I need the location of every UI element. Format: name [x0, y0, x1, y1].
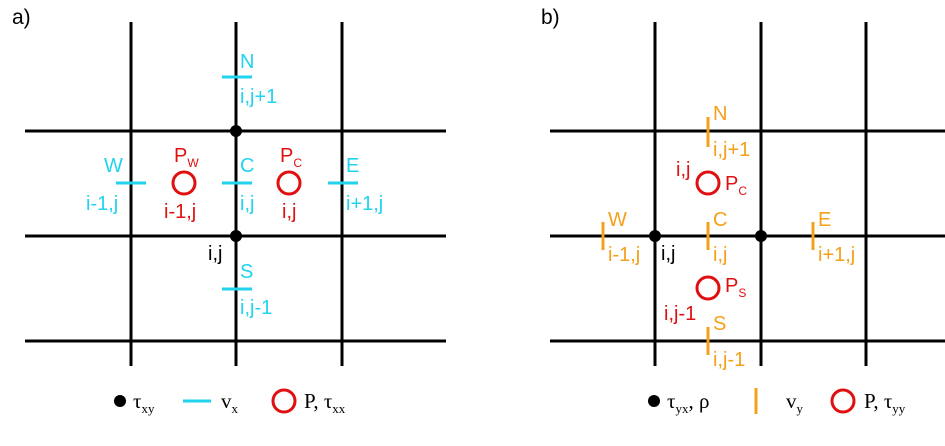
vy-labels: N i,j+1 W i-1,j C i,j E i+1,j S i,j-1 [608, 103, 855, 371]
ps-label: PS [725, 275, 746, 300]
label-c-index: i,j [240, 193, 254, 215]
label-w-index: i-1,j [86, 193, 118, 215]
legend-tau-dot [114, 395, 126, 407]
label-s-index: i,j-1 [240, 297, 272, 319]
panel-a: a) i,j N i,j+1 W i-1,j C i,j [12, 6, 446, 416]
pressure-labels: PW i-1,j PC i,j [164, 145, 302, 223]
legend-vx-label: vx [221, 389, 239, 416]
label-s: S [713, 313, 726, 335]
legend-pressure-label: P, τyy [864, 389, 906, 416]
label-n: N [713, 103, 727, 125]
pressure-node-w [171, 170, 197, 196]
legend-pressure-label: P, τxx [304, 389, 346, 416]
node-index-label: i,j [208, 243, 222, 265]
tau-node-center [230, 230, 242, 242]
panel-b-label: b) [541, 6, 560, 29]
pc-label: PC [725, 173, 747, 198]
label-c-index: i,j [713, 244, 727, 266]
label-w: W [104, 155, 123, 177]
label-n-index: i,j+1 [240, 86, 277, 108]
pressure-labels: PC i,j PS i,j-1 [664, 159, 747, 325]
panel-a-legend: τxy vx P, τxx [114, 388, 346, 416]
label-w: W [608, 209, 627, 231]
pc-index-label: i,j [676, 159, 690, 181]
pressure-node-s [695, 275, 721, 301]
pressure-node-c [276, 170, 302, 196]
pw-label: PW [174, 145, 199, 170]
label-n: N [240, 51, 254, 73]
panel-b-grid [550, 22, 945, 366]
label-c: C [240, 155, 254, 177]
pc-index-label: i,j [282, 201, 296, 223]
legend-tau-label: τyx, ρ [667, 389, 709, 416]
label-w-index: i-1,j [608, 244, 640, 266]
legend-tau-dot [648, 395, 660, 407]
label-c: C [713, 209, 727, 231]
pw-index-label: i-1,j [164, 201, 196, 223]
vx-markers [116, 75, 358, 291]
label-e: E [346, 155, 359, 177]
legend-pressure-circle [271, 388, 297, 414]
panel-a-label: a) [12, 6, 31, 29]
label-e: E [818, 209, 831, 231]
label-e-index: i+1,j [346, 193, 383, 215]
label-s: S [240, 261, 253, 283]
node-index-label: i,j [661, 243, 675, 265]
panel-b: b) i,j N i,j+1 W i-1,j C i,j E [541, 6, 945, 416]
vy-markers [601, 117, 815, 355]
legend-tau-label: τxy [133, 389, 155, 416]
label-e-index: i+1,j [818, 244, 855, 266]
pc-label: PC [280, 145, 302, 170]
label-n-index: i,j+1 [713, 139, 750, 161]
legend-pressure-circle [830, 388, 856, 414]
vx-labels: N i,j+1 W i-1,j C i,j E i+1,j S i,j-1 [86, 51, 383, 319]
pressure-node-c [695, 170, 721, 196]
tau-node-right [755, 230, 767, 242]
tau-node-left [649, 230, 661, 242]
legend-vy-label: vy [786, 389, 804, 416]
label-s-index: i,j-1 [713, 349, 745, 371]
panel-b-legend: τyx, ρ vy P, τyy [648, 388, 906, 416]
tau-node-top [230, 125, 242, 137]
ps-index-label: i,j-1 [664, 303, 696, 325]
